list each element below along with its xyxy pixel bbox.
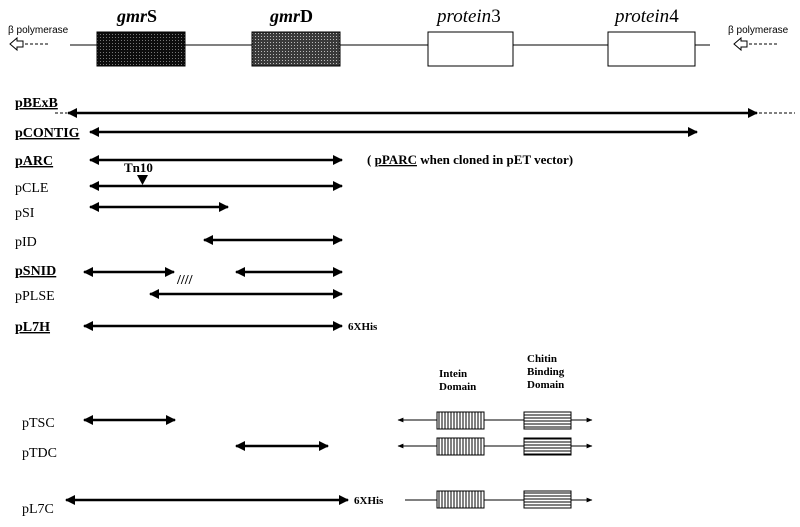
construct-label-pCONTIG: pCONTIG	[15, 126, 80, 141]
gmrD-label: gmrD	[269, 6, 313, 26]
construct-label-pBExB: pBExB	[15, 96, 58, 111]
vector-pL7C-chitin-box	[523, 490, 572, 509]
pparc-note: ( pPARC when cloned in pET vector)	[367, 152, 573, 167]
vector-pL7C	[405, 490, 593, 509]
vector-pL7C-intein-box	[436, 490, 485, 509]
gmrS-box	[96, 31, 186, 67]
construct-label-pSI: pSI	[15, 206, 35, 221]
construct-label-pSNID: pSNID	[15, 264, 56, 279]
polymerase-left-label: β polymerase	[8, 25, 69, 36]
vector-pTDC-intein-box	[436, 437, 485, 456]
construct-label-pPLSE: pPLSE	[15, 289, 55, 304]
fusion-vectors	[397, 411, 593, 509]
fusion-label-pTSC: pTSC	[22, 416, 55, 431]
construct-labels: pBExB pCONTIG pARC pCLE pSI pID pSNID pP…	[15, 96, 80, 335]
tn10-insertion-marker-icon	[137, 175, 148, 185]
construct-label-pCLE: pCLE	[15, 181, 48, 196]
vector-pTDC	[397, 437, 593, 456]
polymerase-left-arrow-icon	[9, 36, 24, 52]
polymerase-right-arrow-icon	[733, 36, 748, 52]
fusion-insert-arrows	[65, 415, 349, 505]
gmrD-box	[251, 31, 341, 67]
protein3-box	[427, 31, 514, 67]
protein3-label: protein3	[435, 6, 501, 27]
pL7C-his-tag: 6XHis	[354, 495, 384, 507]
gene-map: gmrS gmrD protein3 protein4 β polymerase…	[8, 6, 789, 67]
tn10-label: Tn10	[124, 160, 153, 175]
construct-label-pID: pID	[15, 235, 37, 250]
pSNID-gap-marks: ////	[176, 273, 194, 288]
fusion-label-pL7C: pL7C	[22, 502, 54, 517]
construct-label-pARC: pARC	[15, 154, 53, 169]
construct-arrows	[55, 108, 795, 331]
vector-pTSC-intein-box	[436, 411, 485, 430]
vector-pTSC	[397, 411, 593, 430]
protein4-label: protein4	[613, 6, 679, 27]
polymerase-right-label: β polymerase	[728, 25, 789, 36]
vector-pTDC-chitin-box	[523, 437, 572, 456]
pL7H-his-tag: 6XHis	[348, 321, 378, 333]
fusion-label-pTDC: pTDC	[22, 446, 57, 461]
gmrS-label: gmrS	[116, 6, 157, 26]
protein4-box	[607, 31, 696, 67]
vector-pTSC-chitin-box	[523, 411, 572, 430]
construct-label-pL7H: pL7H	[15, 320, 50, 335]
